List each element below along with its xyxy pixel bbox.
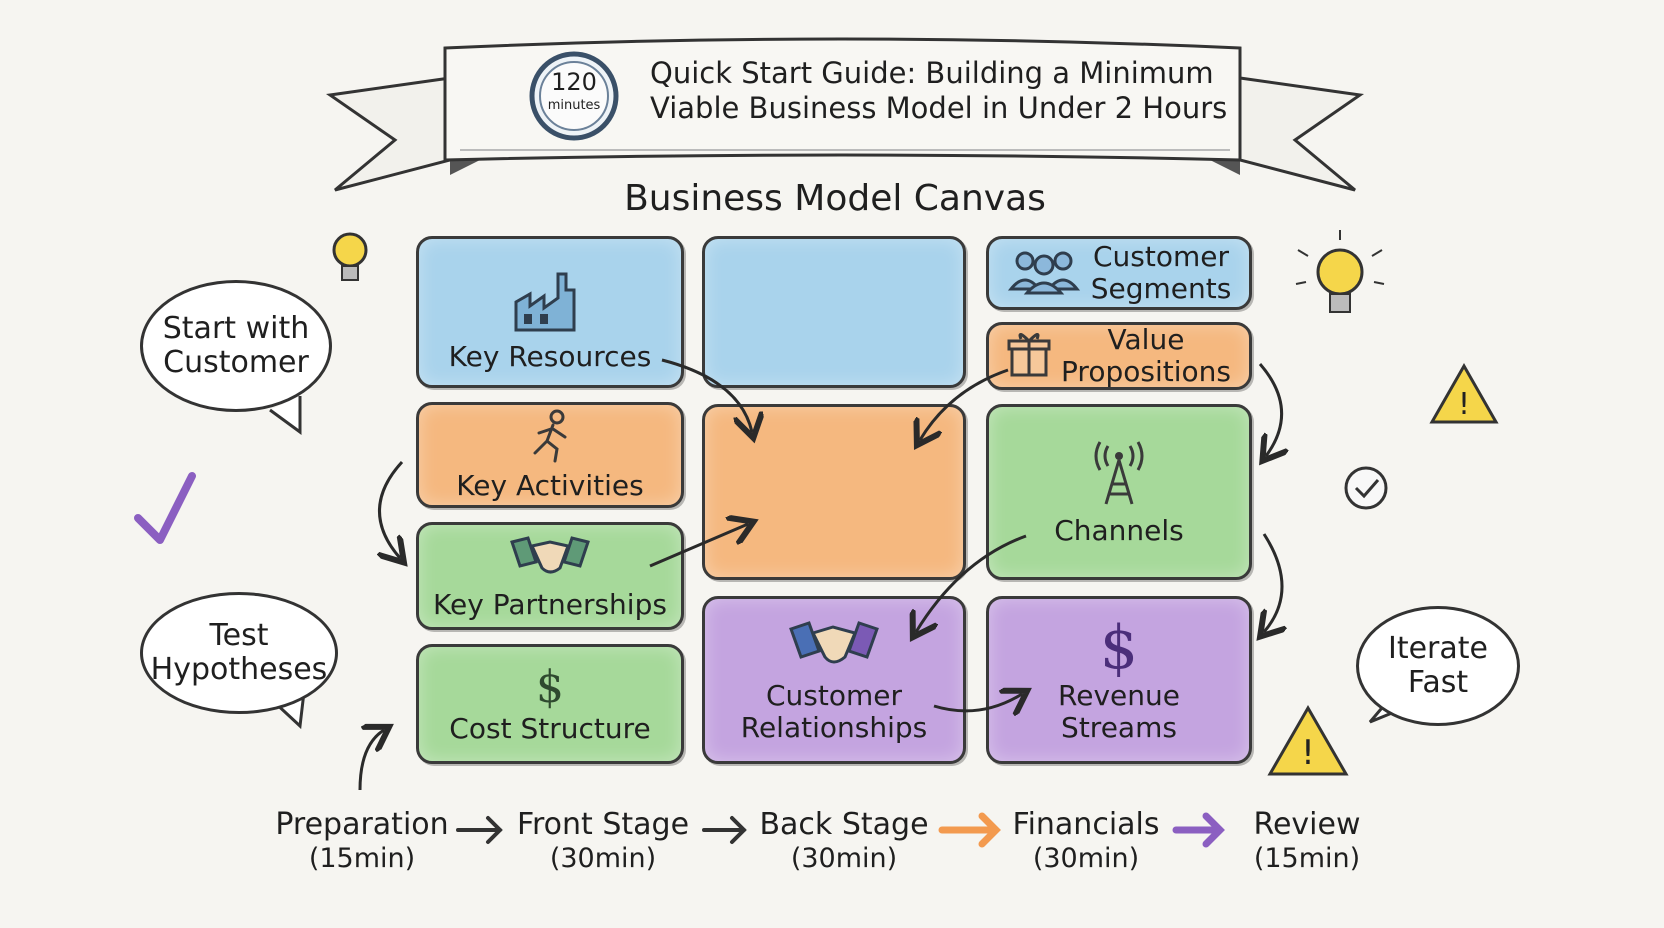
- bubble-test-hypotheses: Test Hypotheses: [140, 592, 338, 714]
- svg-text:!: !: [1301, 733, 1315, 773]
- timeline-step-preparation: Preparation (15min): [262, 808, 462, 876]
- block-cost-structure: $ Cost Structure: [416, 644, 684, 764]
- running-person-icon: [525, 409, 575, 470]
- page-title-line2: Viable Business Model in Under 2 Hours: [650, 91, 1228, 125]
- timeline-duration: (15min): [1253, 843, 1361, 874]
- warning-icon: !: [1429, 362, 1499, 424]
- check-circle-icon: [1344, 466, 1388, 510]
- timeline-label: Preparation: [275, 807, 449, 842]
- bubble-iterate-fast: Iterate Fast: [1356, 606, 1520, 726]
- block-key-resources: Key Resources: [416, 236, 684, 388]
- timeline-arrows: [456, 812, 1225, 848]
- handshake-icon: [789, 617, 879, 680]
- block-customer-relationships: Customer Relationships: [702, 596, 966, 764]
- page-title-line1: Quick Start Guide: Building a Minimum: [650, 56, 1214, 90]
- block-customer-segments: Customer Segments: [986, 236, 1252, 310]
- block-key-activities: Key Activities: [416, 402, 684, 508]
- timeline-label: Financials: [1012, 807, 1160, 842]
- lightbulb-icon: [1295, 230, 1385, 313]
- block-key-partnerships: Key Partnerships: [416, 522, 684, 630]
- bubble-start-with-customer: Start with Customer: [140, 280, 332, 412]
- timeline-step-review: Review (15min): [1232, 808, 1382, 876]
- block-channels: Channels: [986, 404, 1252, 580]
- bubble-start-line1: Start with: [162, 311, 310, 346]
- factory-icon: [510, 268, 590, 341]
- timeline-step-financials: Financials (30min): [1004, 808, 1168, 876]
- dollar-icon: $: [536, 662, 564, 713]
- flow-arrows: [358, 358, 1282, 791]
- cost-structure-label: Cost Structure: [449, 712, 651, 745]
- bubble-test-line1: Test: [209, 618, 269, 653]
- bubble-iterate-line2: Fast: [1407, 665, 1469, 700]
- value-propositions-label-1: Value: [1107, 323, 1185, 356]
- key-partnerships-label: Key Partnerships: [433, 587, 667, 621]
- bubble-start-line2: Customer: [163, 345, 309, 380]
- customer-segments-label-2: Segments: [1090, 272, 1232, 305]
- checkmark-icon: [134, 472, 196, 544]
- customer-segments-label-1: Customer: [1092, 240, 1229, 273]
- customer-relationships-label-1: Customer: [765, 678, 902, 712]
- svg-text:!: !: [1458, 387, 1470, 422]
- block-top-center: [702, 236, 966, 388]
- block-revenue-streams: $ Revenue Streams: [986, 596, 1252, 764]
- key-resources-label: Key Resources: [448, 340, 652, 373]
- timer-icon: [528, 50, 620, 142]
- block-value-propositions: Value Propositions: [986, 322, 1252, 390]
- timeline-duration: (30min): [1032, 843, 1140, 874]
- gift-icon: [1007, 329, 1051, 384]
- timeline-label: Back Stage: [759, 807, 929, 842]
- channels-label: Channels: [1054, 513, 1184, 547]
- timer-number: 120: [551, 68, 597, 96]
- canvas-title: Business Model Canvas: [624, 178, 1046, 219]
- antenna-tower-icon: [1084, 438, 1154, 515]
- bubble-iterate-line1: Iterate: [1387, 631, 1488, 666]
- timeline-duration: (15min): [308, 843, 416, 874]
- warning-icon: !: [1267, 704, 1349, 776]
- bubble-test-line2: Hypotheses: [150, 652, 328, 687]
- timeline-step-front-stage: Front Stage (30min): [508, 808, 698, 876]
- handshake-icon: [510, 532, 590, 589]
- people-group-icon: [1007, 245, 1081, 302]
- value-propositions-label-2: Propositions: [1061, 355, 1231, 388]
- timeline-step-back-stage: Back Stage (30min): [752, 808, 936, 876]
- key-activities-label: Key Activities: [456, 468, 644, 502]
- timeline-label: Front Stage: [516, 807, 690, 842]
- timeline-duration: (30min): [790, 843, 898, 874]
- revenue-streams-label-1: Revenue: [1058, 679, 1180, 712]
- revenue-streams-label-2: Streams: [1061, 711, 1177, 744]
- timeline-duration: (30min): [549, 843, 657, 874]
- timer-unit: minutes: [547, 98, 601, 113]
- dollar-icon: $: [1099, 613, 1139, 683]
- timeline-label: Review: [1253, 807, 1361, 842]
- lightbulb-icon: [332, 232, 368, 281]
- customer-relationships-label-2: Relationships: [740, 710, 928, 744]
